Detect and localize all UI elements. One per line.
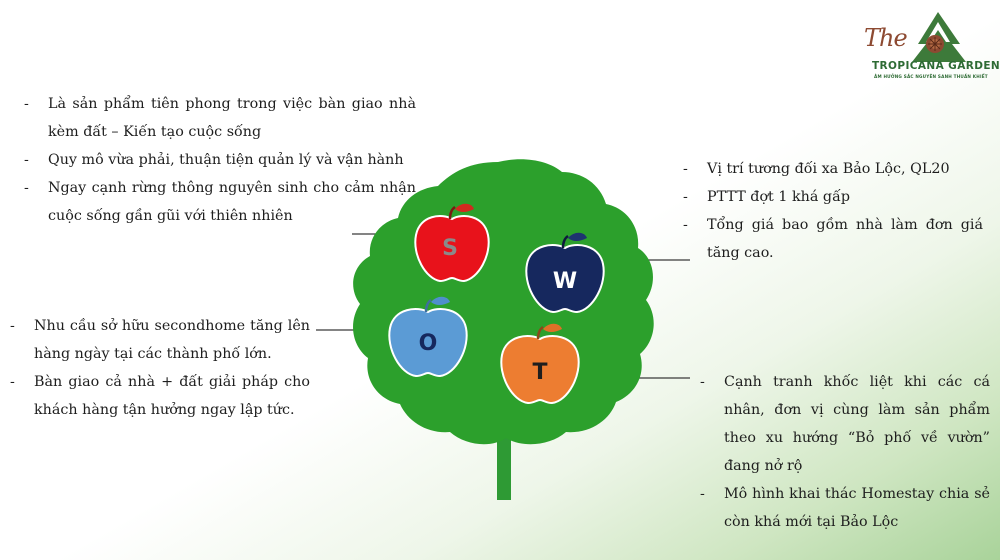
opportunities-list: Nhu cầu sở hữu secondhome tăng lên hàng …	[10, 312, 310, 424]
apple-o-letter: O	[419, 331, 438, 356]
strengths-list: Là sản phẩm tiên phong trong việc bàn gi…	[24, 90, 416, 230]
logo-script: The	[864, 24, 908, 52]
apple-w: W	[525, 232, 605, 314]
list-item: Bàn giao cả nhà + đất giải pháp cho khác…	[10, 368, 310, 424]
apple-w-letter: W	[553, 269, 577, 294]
list-item: Ngay cạnh rừng thông nguyên sinh cho cảm…	[24, 174, 416, 230]
pine-tree-icon	[912, 12, 966, 62]
list-item: Tổng giá bao gồm nhà làm đơn giá tăng ca…	[683, 211, 983, 267]
list-item: PTTT đợt 1 khá gấp	[683, 183, 983, 211]
apple-o: O	[388, 296, 468, 378]
list-item: Vị trí tương đối xa Bảo Lộc, QL20	[683, 155, 983, 183]
apple-t-letter: T	[532, 360, 547, 385]
list-item: Là sản phẩm tiên phong trong việc bàn gi…	[24, 90, 416, 146]
logo-name: TROPICANA GARDEN	[872, 60, 1000, 72]
threats-list: Cạnh tranh khốc liệt khi các cá nhân, đơ…	[700, 368, 990, 536]
list-item: Cạnh tranh khốc liệt khi các cá nhân, đơ…	[700, 368, 990, 480]
apple-s-letter: S	[442, 236, 458, 261]
list-item: Mô hình khai thác Homestay chia sẻ còn k…	[700, 480, 990, 536]
list-item: Nhu cầu sở hữu secondhome tăng lên hàng …	[10, 312, 310, 368]
list-item: Quy mô vừa phải, thuận tiện quản lý và v…	[24, 146, 416, 174]
brand-logo: The TROPICANA GARDEN ÂM HƯỞNG SẮC NGUYÊN…	[862, 10, 1000, 86]
weaknesses-list: Vị trí tương đối xa Bảo Lộc, QL20 PTTT đ…	[683, 155, 983, 267]
apple-s: S	[414, 203, 490, 283]
apple-t: T	[500, 323, 580, 405]
logo-tagline: ÂM HƯỞNG SẮC NGUYÊN SANH THUẦN KHIẾT	[874, 74, 988, 79]
